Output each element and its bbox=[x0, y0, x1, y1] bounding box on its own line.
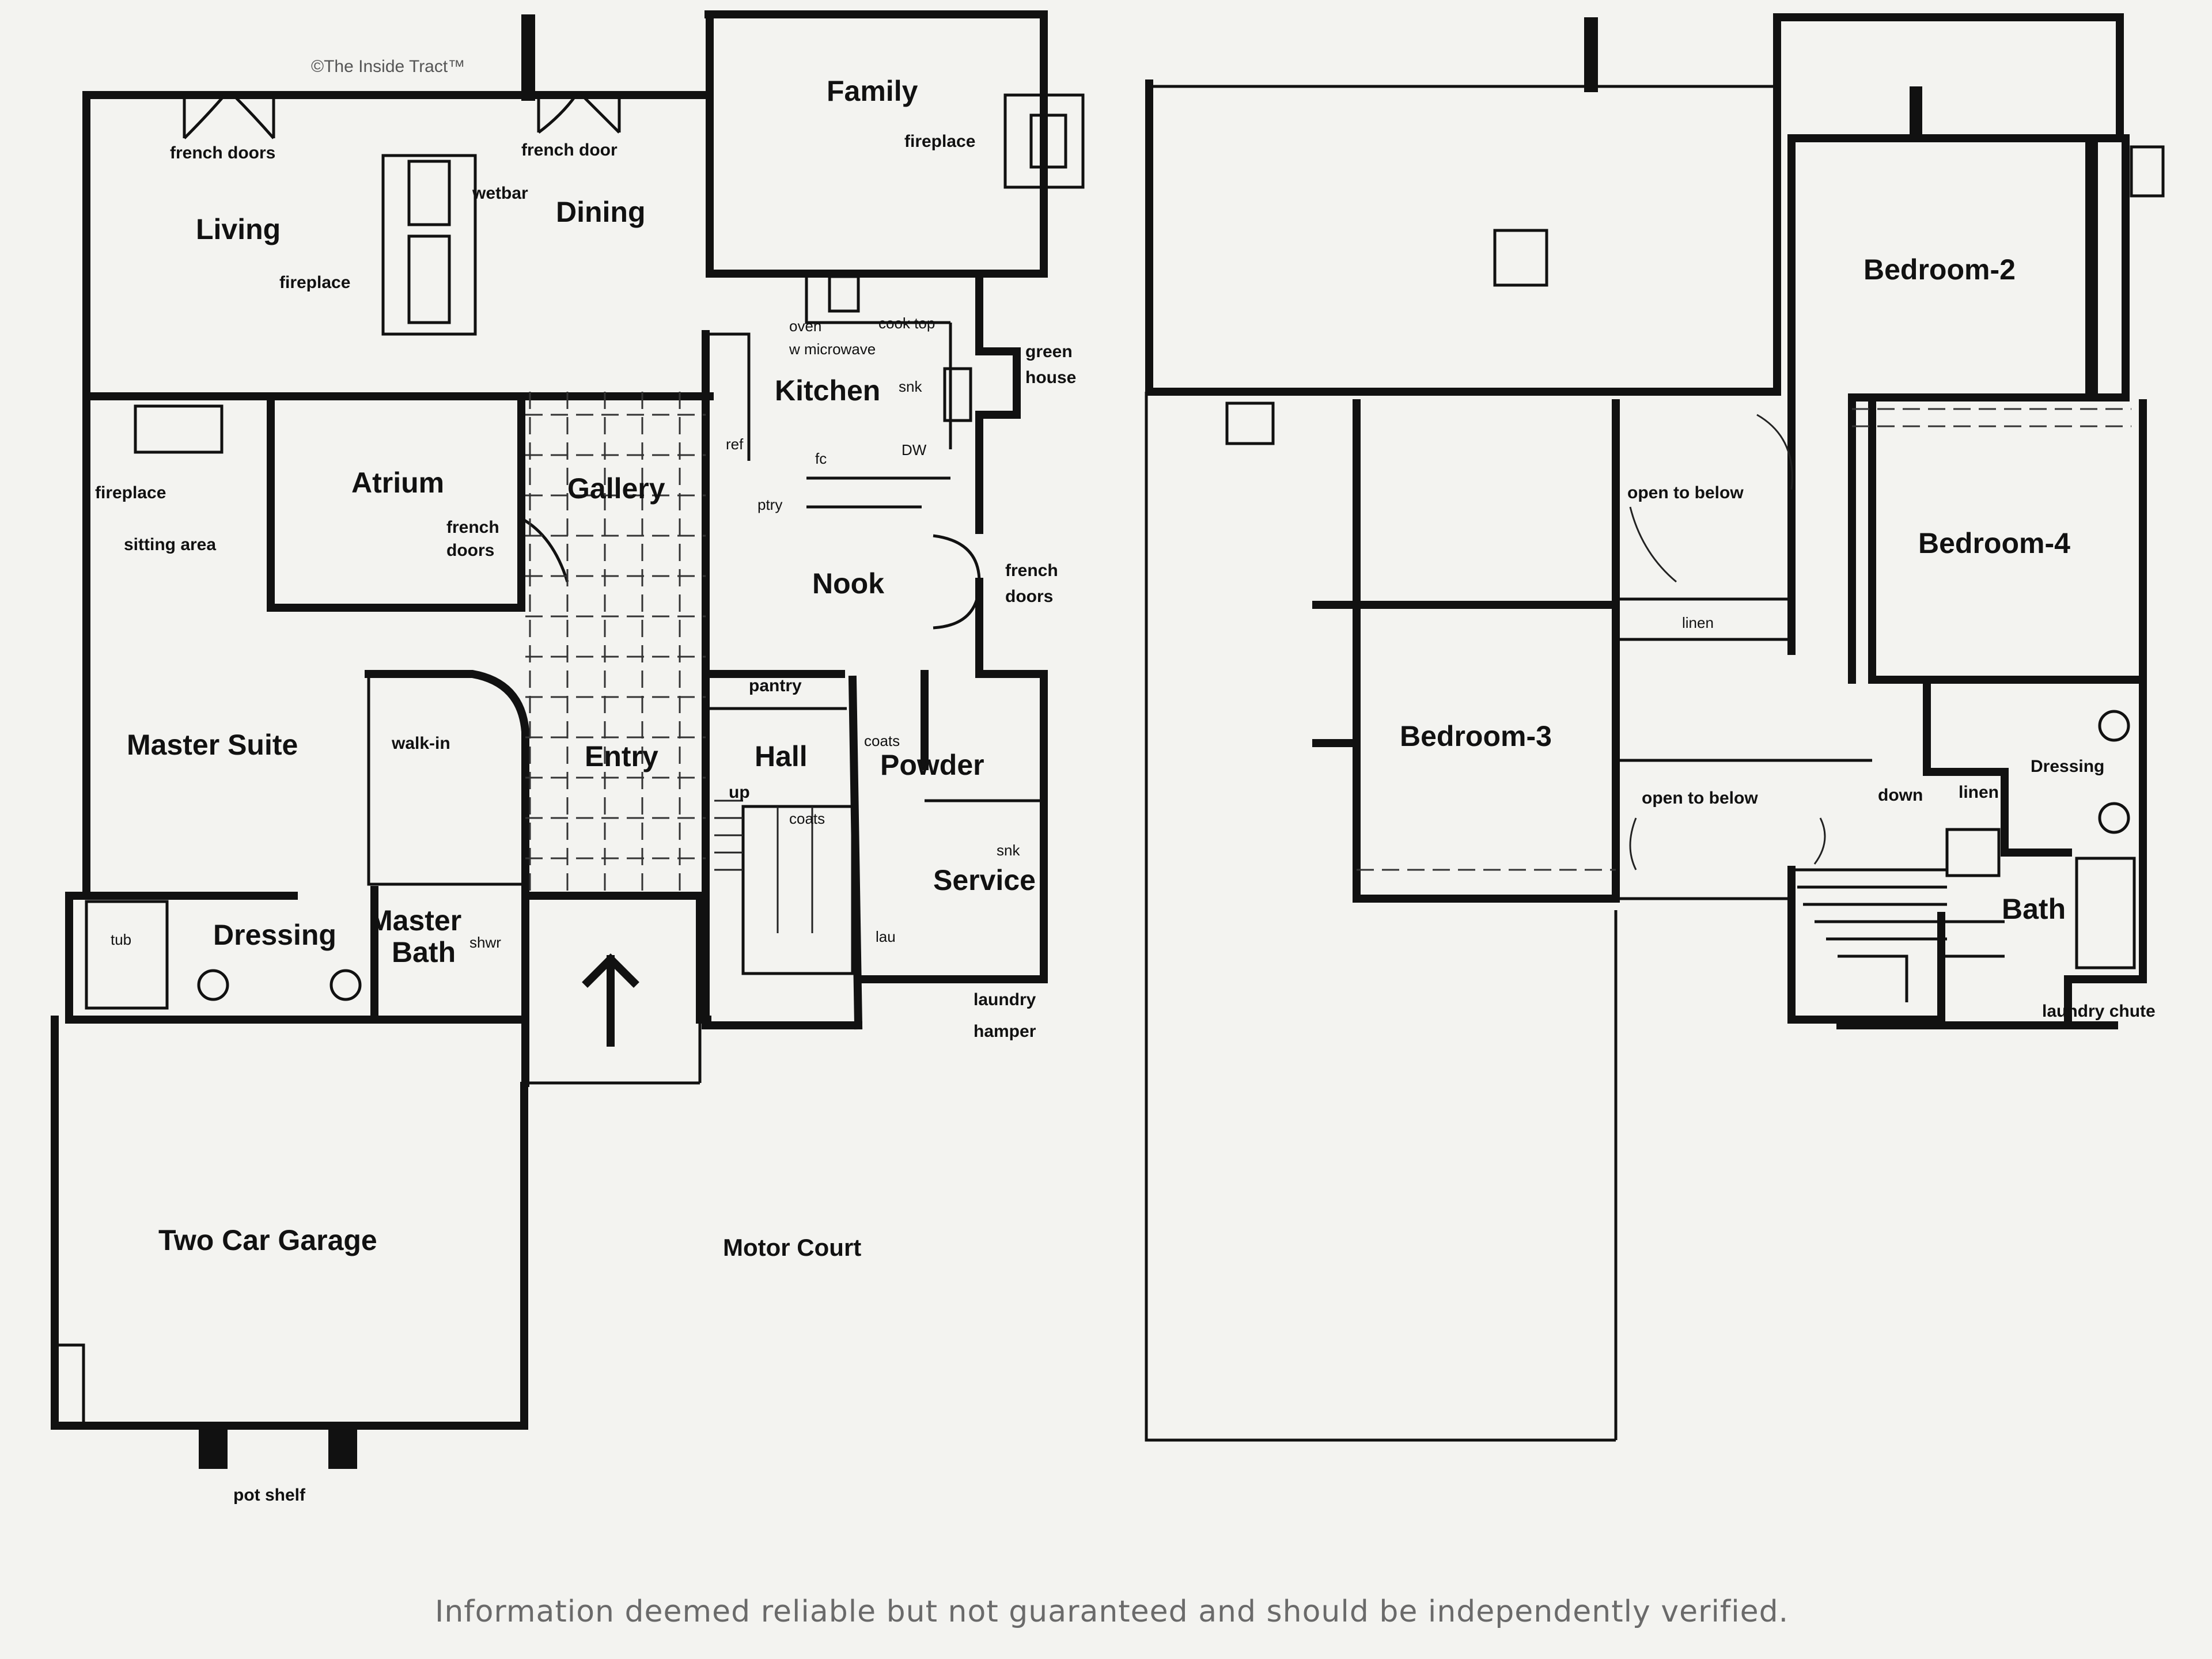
note-open-to-below-2: open to below bbox=[1642, 789, 1758, 808]
note-fireplace-family: fireplace bbox=[904, 132, 975, 151]
copyright-text: ©The Inside Tract™ bbox=[311, 57, 465, 76]
note-walk-in: walk-in bbox=[391, 734, 450, 753]
note-lau: lau bbox=[876, 928, 896, 945]
note-french-doors-atrium-line1: french bbox=[446, 518, 499, 537]
note-shwr: shwr bbox=[469, 934, 501, 951]
note-hamper: hamper bbox=[974, 1022, 1036, 1041]
room-master-bath-line2: Bath bbox=[392, 936, 456, 968]
note-french-doors-living: french doors bbox=[170, 143, 275, 162]
room-nook: Nook bbox=[812, 567, 884, 600]
room-motor-court: Motor Court bbox=[723, 1234, 861, 1261]
note-french-doors-atrium-line2: doors bbox=[446, 541, 494, 560]
note-french-doors-nook-line1: french bbox=[1005, 561, 1058, 580]
note-oven: oven bbox=[789, 317, 821, 335]
note-green: green bbox=[1025, 342, 1073, 361]
room-kitchen: Kitchen bbox=[775, 374, 880, 407]
note-sitting-area: sitting area bbox=[124, 535, 216, 554]
note-up: up bbox=[729, 783, 750, 802]
note-french-doors-nook-line2: doors bbox=[1005, 587, 1053, 606]
room-powder: Powder bbox=[880, 749, 984, 781]
note-microwave: w microwave bbox=[789, 340, 876, 358]
note-snk-kitchen: snk bbox=[899, 378, 922, 395]
note-pantry: pantry bbox=[749, 676, 802, 695]
entry-arrow-icon bbox=[582, 953, 639, 1047]
note-down: down bbox=[1878, 786, 1923, 805]
room-gallery: Gallery bbox=[567, 472, 665, 505]
note-coats-hall: coats bbox=[789, 810, 825, 827]
room-bath-upper: Bath bbox=[2002, 893, 2066, 925]
note-snk-service: snk bbox=[997, 842, 1020, 859]
room-dining: Dining bbox=[556, 196, 646, 228]
room-master-suite: Master Suite bbox=[127, 729, 298, 761]
room-entry: Entry bbox=[585, 740, 658, 772]
note-dw: DW bbox=[902, 441, 927, 459]
note-laundry-chute: laundry chute bbox=[2042, 1002, 2156, 1021]
tile-grid bbox=[525, 392, 706, 899]
note-coats-powder: coats bbox=[864, 732, 900, 749]
note-wetbar: wetbar bbox=[472, 184, 528, 203]
room-bedroom-2: Bedroom-2 bbox=[1863, 253, 2016, 286]
note-fc: fc bbox=[815, 450, 827, 467]
room-hall: Hall bbox=[755, 740, 808, 772]
note-linen-1: linen bbox=[1682, 614, 1714, 631]
note-open-to-below-1: open to below bbox=[1627, 483, 1744, 502]
note-ptry: ptry bbox=[757, 496, 782, 513]
note-cook-top: cook top bbox=[878, 315, 935, 332]
note-french-door-dining: french door bbox=[521, 141, 618, 160]
second-floor-plan bbox=[1145, 13, 2165, 1442]
room-living: Living bbox=[196, 213, 281, 245]
room-dressing-upper: Dressing bbox=[2031, 757, 2104, 776]
room-two-car-garage: Two Car Garage bbox=[158, 1224, 377, 1256]
note-fireplace-living: fireplace bbox=[279, 273, 350, 292]
note-linen-2: linen bbox=[1959, 783, 1999, 802]
room-service: Service bbox=[933, 864, 1036, 896]
note-pot-shelf: pot shelf bbox=[233, 1486, 306, 1505]
first-floor-plan bbox=[51, 10, 1085, 1469]
note-tub: tub bbox=[111, 931, 131, 948]
room-atrium: Atrium bbox=[351, 467, 444, 499]
note-house: house bbox=[1025, 368, 1076, 387]
room-master-bath-line1: Master bbox=[369, 904, 461, 937]
note-fireplace-suite: fireplace bbox=[95, 483, 166, 502]
note-laundry: laundry bbox=[974, 990, 1036, 1009]
disclaimer-text: Information deemed reliable but not guar… bbox=[435, 1594, 1789, 1629]
room-family: Family bbox=[827, 75, 918, 107]
room-dressing: Dressing bbox=[213, 919, 336, 951]
room-bedroom-4: Bedroom-4 bbox=[1918, 527, 2070, 559]
room-bedroom-3: Bedroom-3 bbox=[1400, 720, 1552, 752]
note-refrigerator: ref bbox=[726, 435, 744, 453]
